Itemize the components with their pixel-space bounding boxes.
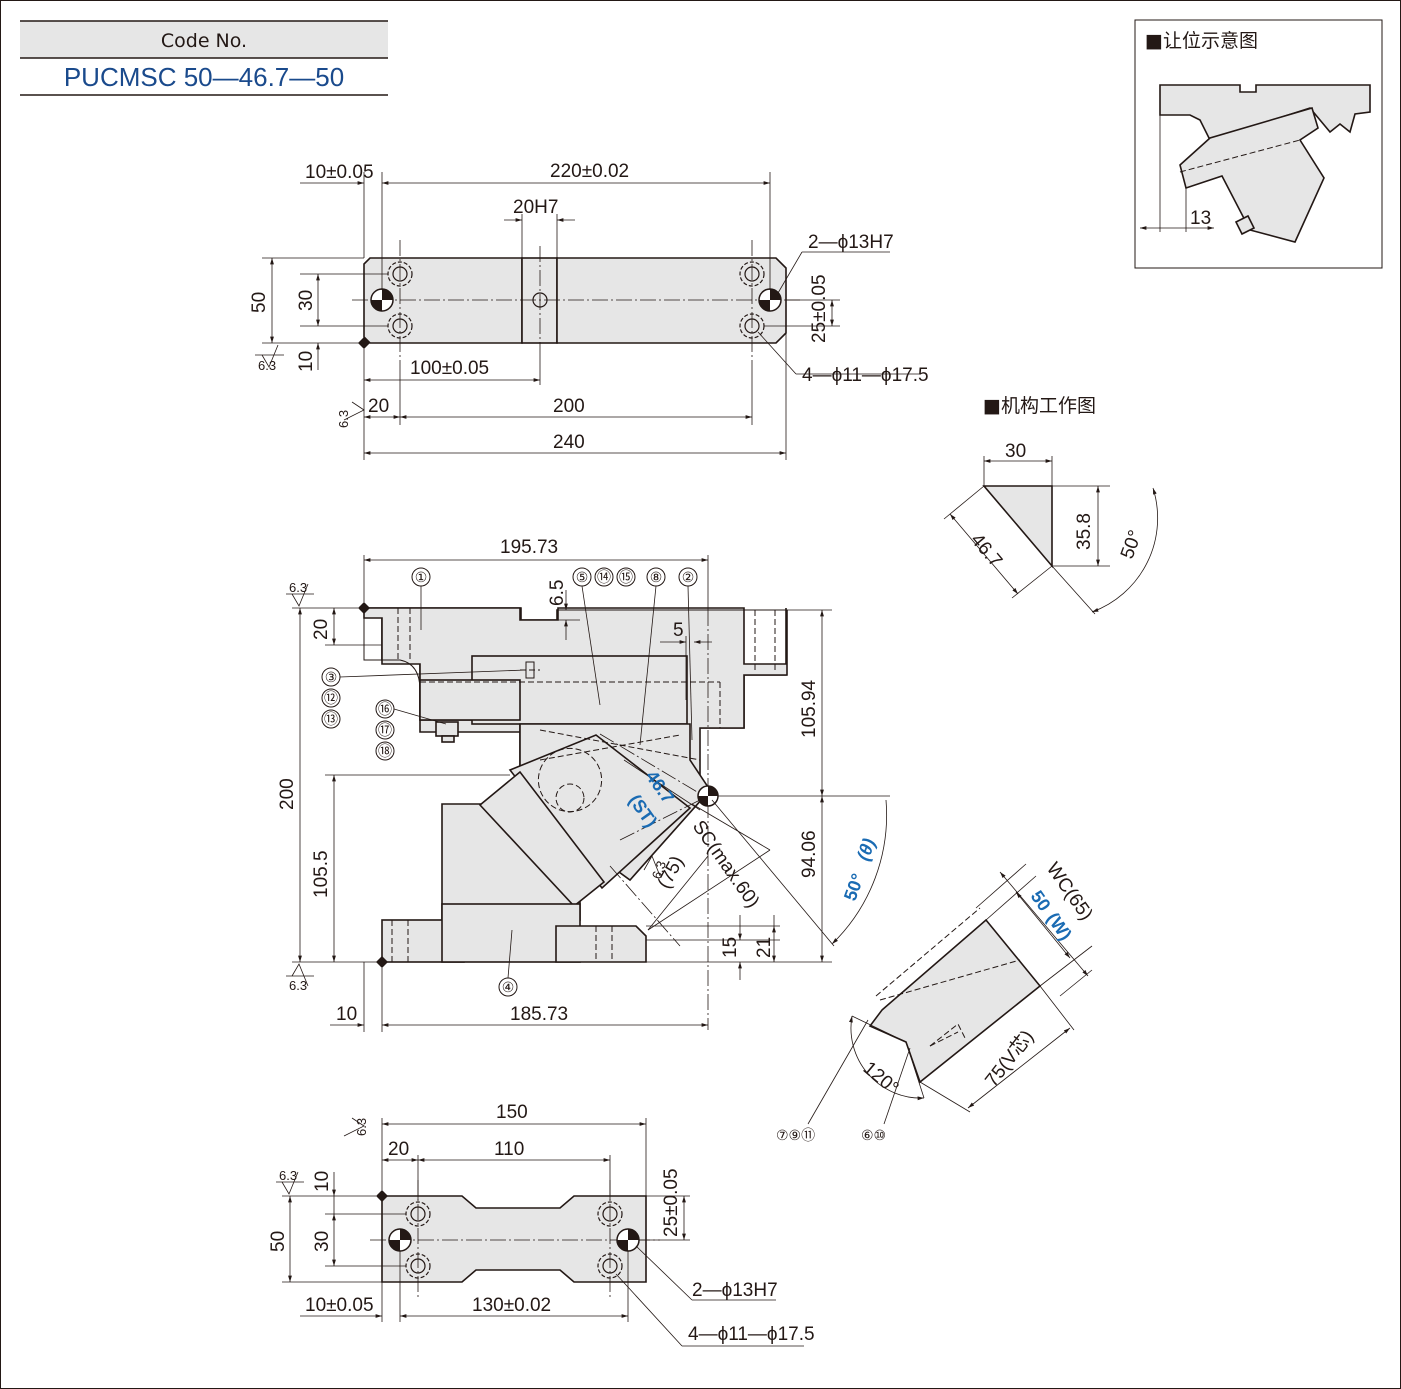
top-pitch-20: 20 — [368, 396, 389, 417]
bottom-h-10: 10 — [312, 1171, 333, 1192]
bottom-callout-bolt: 4—ϕ11—ϕ17.5 — [688, 1324, 815, 1345]
bottom-h-50: 50 — [268, 1231, 289, 1252]
top-callout-bolt: 4—ϕ11—ϕ17.5 — [802, 365, 929, 386]
svg-text:⑧: ⑧ — [650, 569, 663, 585]
svg-text:⑭: ⑭ — [597, 569, 611, 585]
cam-angle: 120° — [859, 1058, 903, 1099]
cam-v75: 75(V芯) — [981, 1026, 1039, 1091]
front-w-18573: 185.73 — [510, 1004, 568, 1025]
top-height-30: 30 — [296, 290, 317, 311]
svg-text:①: ① — [415, 569, 428, 585]
datum-corner-icon — [376, 1190, 388, 1202]
part-number-labels: ① ② ⑤ ⑭ ⑮ ⑧ ③ ⑫ ⑬ ⑯ ⑰ ⑱ ④ — [321, 567, 698, 997]
svg-text:6.3: 6.3 — [354, 1118, 369, 1136]
svg-text:6.3: 6.3 — [258, 358, 276, 373]
cam-part-a: ⑦⑨⑪ — [776, 1127, 815, 1143]
front-h-15: 15 — [720, 937, 741, 958]
svg-text:⑯: ⑯ — [378, 701, 392, 717]
cam-detail: WC(65) 50 (W) 75(V芯) 120° ⑦⑨⑪ ⑥⑩ — [776, 859, 1097, 1143]
cam-part-b: ⑥⑩ — [861, 1127, 886, 1143]
top-callout-pin: 2—ϕ13H7 — [808, 232, 894, 253]
clearance-title: ■让位示意图 — [1145, 30, 1258, 52]
svg-text:6.3: 6.3 — [336, 410, 351, 428]
front-view: 195.73 6.5 5 20 200 105.5 105.94 94.06 — [277, 537, 890, 1032]
top-pitch-200: 200 — [553, 396, 585, 417]
datum-pin-icon — [388, 1228, 640, 1252]
code-header: Code No. — [161, 30, 247, 52]
datum-pin-icon — [370, 288, 782, 312]
front-step-5: 5 — [673, 620, 684, 641]
bottom-tol-left: 10±0.05 — [305, 1295, 374, 1316]
top-view: 10±0.05 220±0.02 20H7 50 30 10 25±0.05 1… — [249, 161, 929, 460]
svg-text:⑰: ⑰ — [378, 722, 392, 738]
svg-text:6.3: 6.3 — [649, 859, 669, 881]
mechanism-dim-358: 35.8 — [1074, 513, 1095, 550]
bottom-h-30: 30 — [312, 1231, 333, 1252]
front-h-200: 200 — [277, 778, 298, 810]
svg-text:⑱: ⑱ — [378, 743, 392, 759]
svg-text:6.3: 6.3 — [289, 978, 307, 993]
top-tol-span: 220±0.02 — [550, 161, 629, 182]
roughness-icon: 6.3 6.3 — [276, 1117, 369, 1195]
front-h-1055: 105.5 — [311, 850, 332, 898]
svg-text:②: ② — [682, 569, 695, 585]
top-length-240: 240 — [553, 432, 585, 453]
top-tol-half: 25±0.05 — [809, 274, 830, 343]
top-height-10: 10 — [296, 351, 317, 372]
top-height-50: 50 — [249, 292, 270, 313]
code-box: Code No. PUCMSC 50—46.7—50 — [20, 20, 388, 96]
roughness-icon: 6.3 6.3 6.3 — [286, 580, 669, 993]
bottom-w-20: 20 — [388, 1139, 409, 1160]
mechanism-angle: 50° — [1117, 528, 1147, 562]
front-h-21: 21 — [754, 937, 775, 958]
top-tol-center: 100±0.05 — [410, 358, 489, 379]
front-h-9406: 94.06 — [799, 830, 820, 878]
front-w-10: 10 — [336, 1004, 357, 1025]
roughness-icon: 6.3 6.3 — [255, 344, 365, 428]
bottom-tol-half: 25±0.05 — [661, 1168, 682, 1237]
top-tol-left: 10±0.05 — [305, 162, 374, 183]
mechanism-dim-30: 30 — [1005, 441, 1026, 462]
bottom-view: 150 20 110 10 50 30 25±0.05 10±0.05 130±… — [268, 1102, 815, 1347]
bottom-tol-span: 130±0.02 — [472, 1295, 551, 1316]
front-step-65: 6.5 — [547, 580, 568, 606]
svg-text:⑮: ⑮ — [619, 569, 633, 585]
mechanism-title: ■机构工作图 — [983, 395, 1096, 417]
front-h-10594: 105.94 — [799, 679, 820, 738]
svg-text:⑤: ⑤ — [576, 569, 589, 585]
front-sc: SC(max.60) — [688, 817, 763, 912]
front-angle-sym: (θ) — [853, 836, 879, 864]
code-value: PUCMSC 50—46.7—50 — [64, 62, 344, 92]
bottom-callout-pin: 2—ϕ13H7 — [692, 1280, 778, 1301]
svg-text:⑫: ⑫ — [324, 690, 338, 706]
front-angle: 50° — [840, 871, 868, 903]
mechanism-dim-467: 46.7 — [966, 530, 1006, 572]
clearance-dim: 13 — [1190, 208, 1211, 229]
svg-text:6.3: 6.3 — [279, 1168, 297, 1183]
svg-text:③: ③ — [325, 669, 338, 685]
svg-text:6.3: 6.3 — [289, 580, 307, 595]
bottom-w-150: 150 — [496, 1102, 528, 1123]
front-h-20: 20 — [311, 619, 332, 640]
datum-corner-icon — [358, 602, 388, 968]
cam-w-label: (W) — [1043, 909, 1076, 944]
mechanism-inset: ■机构工作图 30 35.8 46.7 50° — [943, 395, 1159, 615]
front-top-width: 195.73 — [500, 537, 558, 558]
bottom-w-110: 110 — [494, 1139, 524, 1160]
clearance-inset: ■让位示意图 13 — [1134, 19, 1383, 269]
svg-text:⑬: ⑬ — [324, 711, 338, 727]
svg-text:④: ④ — [502, 979, 515, 995]
top-slot: 20H7 — [513, 197, 558, 218]
